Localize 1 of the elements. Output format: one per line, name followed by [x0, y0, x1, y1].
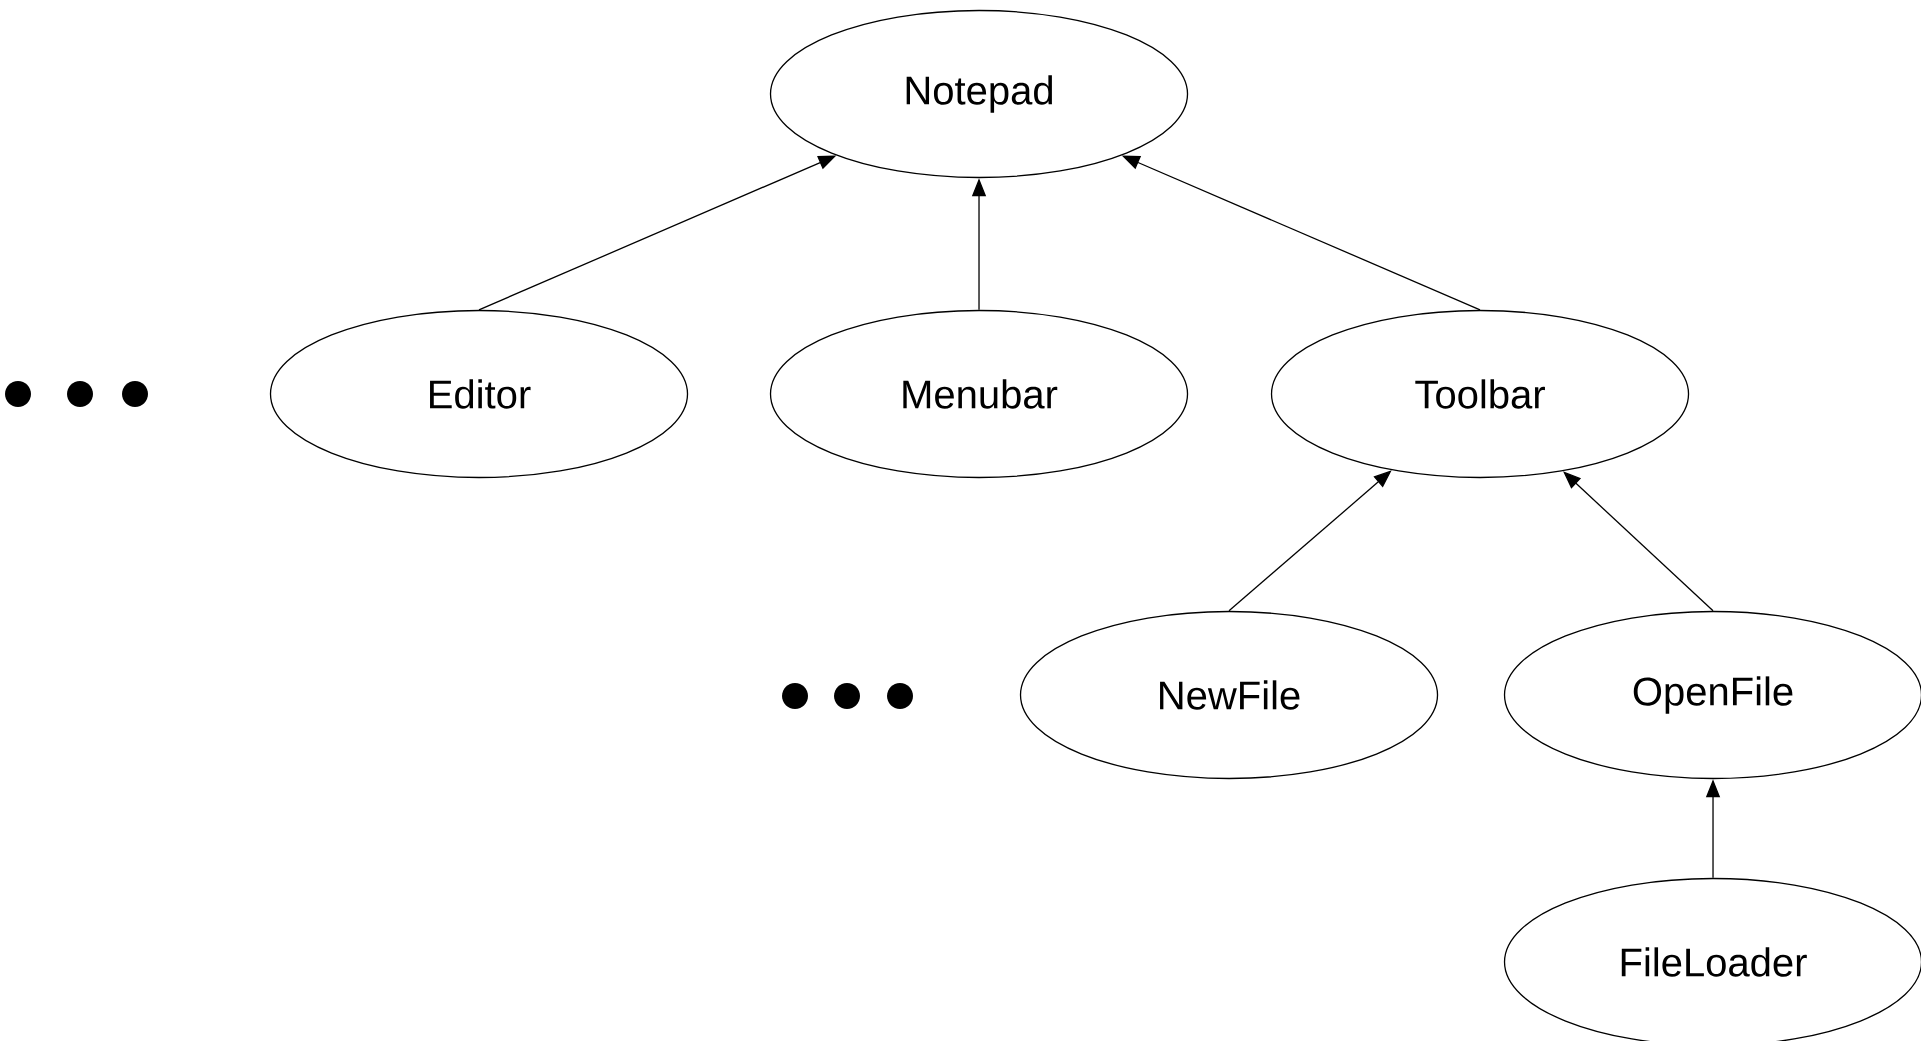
arrow — [1563, 471, 1714, 612]
